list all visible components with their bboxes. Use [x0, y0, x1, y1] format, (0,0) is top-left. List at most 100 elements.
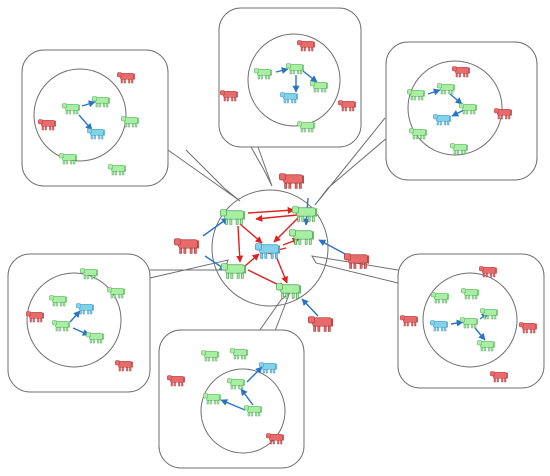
- cow-icon: [221, 263, 247, 279]
- red-arrow: [239, 223, 263, 244]
- cow-icon: [338, 100, 356, 112]
- red-arrow: [273, 215, 301, 243]
- cow-icon: [52, 320, 70, 332]
- blue-arrow: [451, 109, 465, 117]
- cow-icon: [286, 63, 304, 75]
- cow-icon: [121, 116, 139, 128]
- cow-icon: [87, 128, 105, 140]
- inner-group-circles: [26, 33, 518, 454]
- blue-arrow: [474, 327, 486, 341]
- inner-circle-right: [422, 272, 518, 368]
- connector-top-left: [167, 149, 241, 202]
- red-arrow: [247, 206, 295, 214]
- cow-icon: [92, 96, 110, 108]
- cow-icon: [115, 360, 133, 372]
- cow-icon: [519, 322, 537, 334]
- blue-arrow: [240, 388, 254, 406]
- cow-icon: [276, 283, 302, 299]
- cow-icon: [76, 303, 94, 315]
- inner-circle-left: [26, 272, 122, 368]
- cow-icon: [244, 405, 262, 417]
- inner-circle-top-right: [407, 60, 503, 156]
- cow-icon: [430, 320, 448, 332]
- cow-icon: [220, 90, 238, 102]
- callout-top-center: [218, 7, 362, 148]
- blue-arrow: [318, 239, 348, 256]
- cow-icon: [297, 121, 315, 133]
- connector-top-center: [250, 146, 273, 187]
- cow-icon: [292, 206, 318, 222]
- blue-arrow: [301, 298, 319, 317]
- cow-icon: [460, 317, 478, 329]
- cow-icon: [227, 378, 245, 390]
- cow-icon: [62, 103, 80, 115]
- connector-top-right: [314, 117, 396, 206]
- inner-circle-top-center: [247, 33, 341, 127]
- cow-icon: [86, 332, 104, 344]
- cow-icon: [477, 340, 495, 352]
- blue-arrow: [302, 70, 318, 83]
- blue-arrow: [275, 67, 289, 74]
- cow-icon: [26, 311, 44, 323]
- cow-icon: [107, 287, 125, 299]
- callout-left: [7, 253, 151, 393]
- inner-circle-top-left: [33, 68, 127, 162]
- cow-icon: [259, 362, 277, 374]
- cow-icon: [433, 114, 451, 126]
- blue-arrow: [246, 366, 263, 383]
- cow-icon: [280, 92, 298, 104]
- cow-icon: [230, 348, 248, 360]
- blue-arrow: [449, 93, 463, 105]
- blue-arrow: [81, 100, 96, 108]
- blue-arrow: [202, 217, 229, 237]
- cow-icon: [255, 243, 281, 259]
- cow-icon: [409, 128, 427, 140]
- cow-icon: [459, 103, 477, 115]
- blue-arrow: [450, 319, 464, 327]
- cow-icon: [108, 164, 126, 176]
- blue-arrow: [220, 399, 246, 411]
- cow-icon: [450, 143, 468, 155]
- cow-icon: [494, 108, 512, 120]
- cow-icon: [266, 433, 284, 445]
- cow-icon: [49, 295, 67, 307]
- cow-icon: [117, 72, 135, 84]
- cow-icon: [344, 253, 370, 269]
- cow-icon: [80, 268, 98, 280]
- blue-arrow: [427, 88, 441, 96]
- cow-icon: [452, 66, 470, 78]
- callout-connector-lines: [149, 117, 399, 345]
- red-arrow: [244, 253, 260, 267]
- central-circle: [211, 189, 329, 307]
- cow-icon: [407, 89, 425, 101]
- cow-icon: [437, 83, 455, 95]
- cow-icon: [400, 315, 418, 327]
- cow-icon: [167, 375, 185, 387]
- red-arrow: [236, 225, 244, 263]
- cow-icon: [490, 371, 508, 383]
- cow-icon: [254, 68, 272, 80]
- cow-icon: [220, 209, 246, 225]
- cow-icon: [308, 316, 334, 332]
- inner-circle-bottom: [200, 368, 286, 454]
- callout-top-left: [21, 49, 169, 187]
- cow-icon: [203, 393, 221, 405]
- cow-icon: [289, 229, 315, 245]
- red-arrow: [275, 255, 288, 284]
- cow-icon: [479, 266, 497, 278]
- cow-icon: [38, 119, 56, 131]
- cow-icon: [174, 238, 200, 254]
- cow-icon: [310, 81, 328, 93]
- cow-icon: [480, 308, 498, 320]
- animals-layer: [26, 40, 537, 445]
- cow-icon: [461, 288, 479, 300]
- cow-icon: [431, 292, 449, 304]
- cow-icon: [201, 350, 219, 362]
- cow-icon: [279, 173, 305, 189]
- cow-icon: [59, 153, 77, 165]
- red-arrow: [255, 214, 298, 222]
- cow-icon: [297, 40, 315, 52]
- blue-arrow: [78, 114, 93, 131]
